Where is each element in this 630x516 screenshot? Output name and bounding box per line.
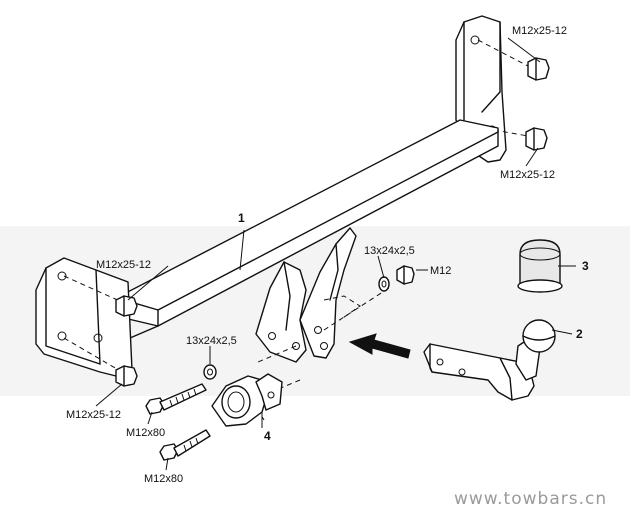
label-nut-left-2: M12x25-12 (66, 409, 121, 421)
washer-right (378, 276, 390, 292)
part-number-1: 1 (238, 211, 245, 225)
leader-nut-left-2 (95, 383, 123, 407)
washer-left (203, 364, 217, 380)
label-washer-left: 13x24x2,5 (186, 335, 237, 347)
label-washer-right: 13x24x2,5 (364, 245, 415, 257)
left-mounting-bracket (35, 257, 133, 379)
leader-washer-right (377, 255, 385, 279)
label-nut-right: M12 (430, 265, 451, 277)
nut-right (396, 265, 415, 285)
leader-bolt-1 (147, 411, 153, 425)
leader-bolt-2 (165, 457, 169, 471)
leader-nut-left-1 (127, 265, 169, 301)
tow-ball-cap (517, 239, 563, 293)
nut-top-1 (527, 57, 550, 81)
assembly-arrow (348, 333, 411, 359)
bolt-2 (159, 429, 211, 461)
tow-ball-neck (423, 319, 556, 401)
label-nut-top-1: M12x25-12 (512, 25, 567, 37)
label-nut-top-2: M12x25-12 (500, 169, 555, 181)
leader-part-2 (551, 329, 573, 335)
bolt-1 (145, 383, 207, 415)
dashed-line-center-1 (257, 345, 297, 363)
part-number-3: 3 (582, 259, 589, 273)
dashed-box-center (323, 295, 361, 321)
watermark: www.towbars.cn (454, 489, 607, 509)
part-number-2: 2 (576, 327, 583, 341)
leader-nut-top-2 (525, 147, 539, 167)
leader-part-1 (239, 229, 245, 271)
hitch-side-plates (255, 227, 357, 363)
nut-top-2 (525, 127, 548, 151)
dashed-line-left-2 (63, 337, 123, 373)
dashed-line-top-2 (493, 129, 529, 137)
nut-left-2 (115, 365, 138, 387)
leader-nut-top-1 (507, 37, 541, 63)
nut-left-1 (115, 295, 138, 317)
label-nut-left-1: M12x25-12 (96, 259, 151, 271)
dashed-line-left-1 (63, 275, 123, 303)
label-bolt-2: M12x80 (144, 473, 183, 485)
dashed-line-top (477, 39, 529, 67)
dashed-line-center-2 (323, 285, 393, 331)
socket-plate (211, 373, 283, 427)
label-bolt-1: M12x80 (126, 427, 165, 439)
part-number-4: 4 (264, 429, 271, 443)
